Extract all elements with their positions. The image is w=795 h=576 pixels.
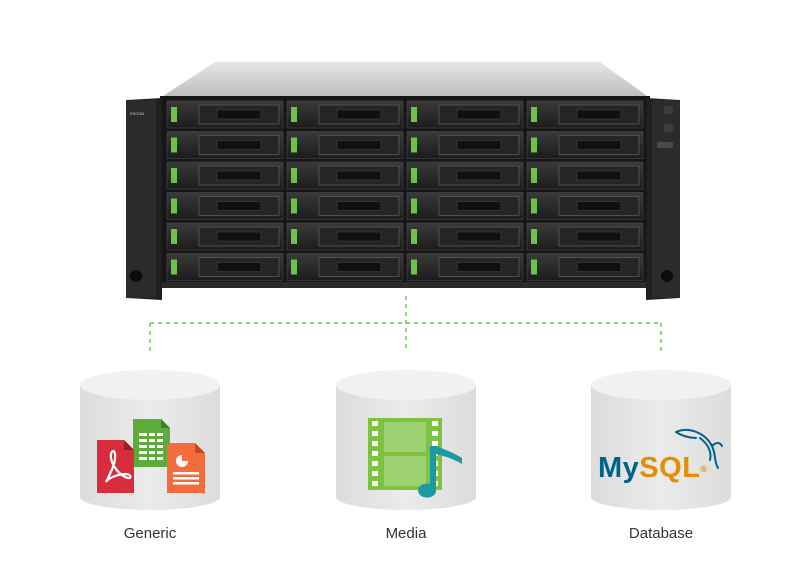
spreadsheet-file-icon [133, 419, 170, 467]
drive-bay [406, 192, 524, 220]
film-sprocket-hole [432, 431, 438, 436]
mysql-dolphin-icon [675, 428, 723, 469]
registered-mark: ® [700, 463, 708, 474]
drive-bay [286, 253, 404, 281]
status-led [664, 124, 673, 132]
film-sprocket-hole [372, 441, 378, 446]
drive-bay [526, 222, 644, 251]
right-rack-ear-face [652, 100, 680, 298]
left-rack-ear-face [126, 100, 156, 298]
left-ear-handle-hole [130, 270, 142, 282]
drive-bay [286, 161, 404, 190]
film-sprocket-hole [432, 421, 438, 426]
connector-lines [149, 296, 662, 352]
film-sprocket-hole [372, 451, 378, 456]
music-note-icon [418, 446, 462, 498]
caption-media: Media [385, 525, 427, 542]
drive-bay [166, 100, 284, 129]
film-sprocket-hole [432, 441, 438, 446]
mysql-logo: MySQL® [598, 454, 728, 483]
caption-database: Database [628, 525, 694, 542]
drive-bay [286, 131, 404, 159]
drive-bay [286, 192, 404, 220]
database-cylinder [591, 370, 731, 510]
model-label: ES0234 [130, 111, 145, 116]
power-button [664, 106, 673, 114]
right-ear-handle-hole [661, 270, 673, 282]
chassis-top [160, 62, 650, 98]
drive-bay [406, 161, 524, 190]
drive-bay [526, 161, 644, 190]
film-sprocket-hole [372, 481, 378, 486]
drive-bays [166, 100, 644, 281]
film-sprocket-hole [372, 431, 378, 436]
drive-bay [166, 192, 284, 220]
pdf-file-icon [97, 440, 134, 493]
drive-bay [526, 192, 644, 220]
drive-bay [526, 100, 644, 129]
film-strip-icon [368, 418, 442, 490]
drive-bay [406, 253, 524, 281]
mysql-logo-my: My [598, 452, 640, 484]
presentation-file-icon [167, 443, 205, 493]
film-sprocket-hole [372, 471, 378, 476]
chassis-bottom-lip [160, 282, 650, 288]
drive-bay [526, 253, 644, 281]
film-sprocket-hole [372, 421, 378, 426]
usb-port [657, 142, 673, 148]
drive-bay [286, 222, 404, 251]
drive-bay [406, 131, 524, 159]
nas-enclosure [126, 62, 680, 300]
caption-generic: Generic [123, 525, 177, 542]
drive-bay [406, 222, 524, 251]
mysql-logo-sql: SQL [639, 452, 701, 484]
drive-bay [166, 222, 284, 251]
drive-bay [166, 253, 284, 281]
drive-bay [166, 131, 284, 159]
drive-bay [526, 131, 644, 159]
drive-bay [406, 100, 524, 129]
drive-bay [286, 100, 404, 129]
film-sprocket-hole [372, 461, 378, 466]
drive-bay [166, 161, 284, 190]
